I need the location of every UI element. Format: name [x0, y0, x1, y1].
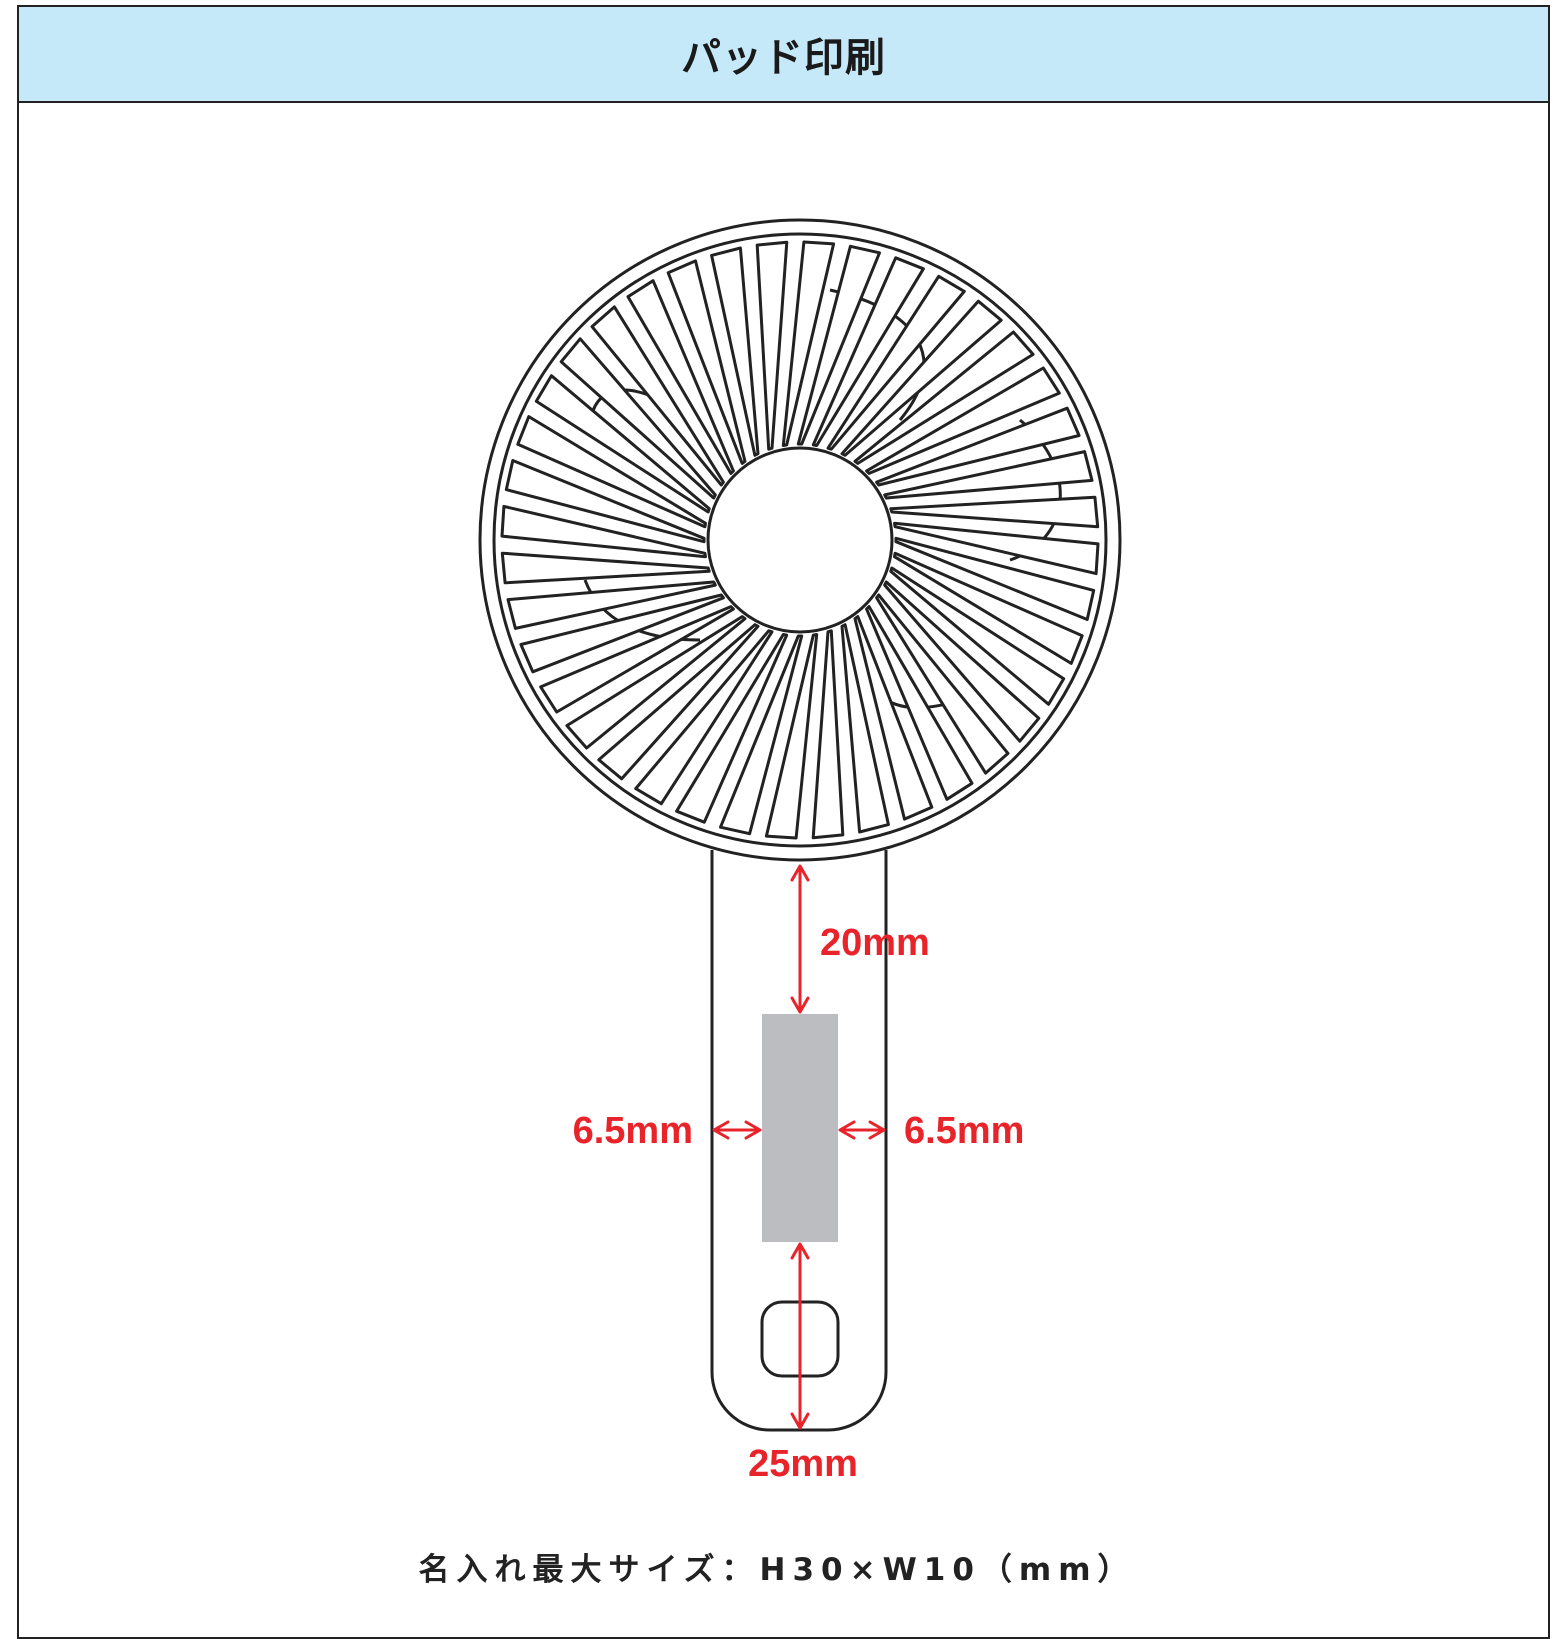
fan-spoke	[796, 244, 881, 446]
fan-spoke	[894, 536, 1096, 621]
fan-spoke	[516, 415, 707, 529]
max-print-size-caption: 名入れ最大サイズ：H30×W10（mm）	[418, 1552, 1136, 1588]
fan-spoke	[710, 246, 760, 457]
header-bar: パッド印刷	[19, 7, 1548, 103]
fan-spoke	[559, 337, 717, 500]
right-margin-label: 6.5mm	[904, 1110, 1024, 1152]
fan-spoke	[889, 495, 1100, 529]
left-margin-label: 6.5mm	[573, 1110, 693, 1152]
fan-spoke	[675, 633, 789, 824]
fan-spoke	[875, 593, 1010, 775]
handle-bottom-label: 25mm	[748, 1443, 858, 1485]
fan-spoke	[826, 274, 966, 451]
fan-spoke	[865, 366, 1061, 475]
print-area	[762, 1014, 838, 1242]
fan-spoke	[634, 629, 774, 806]
fan-spoke	[865, 605, 974, 801]
fan-spoke	[764, 633, 819, 840]
fan-spoke	[875, 406, 1081, 487]
fan-spoke	[889, 566, 1066, 706]
fan-spoke	[597, 623, 760, 781]
top-gap-label: 20mm	[820, 922, 930, 964]
fan-hub	[706, 446, 894, 634]
fan-grill-spokes	[500, 240, 1100, 840]
fan-spoke	[626, 279, 735, 475]
fan-spoke	[840, 623, 890, 834]
fan-spoke	[853, 615, 934, 821]
fan-spoke	[893, 521, 1100, 576]
fan-spoke	[500, 551, 711, 585]
fan-spoke	[811, 256, 925, 447]
fan-spoke	[565, 615, 747, 750]
fan-spoke	[590, 305, 725, 487]
fan-spoke	[504, 459, 706, 544]
fan-spoke	[883, 450, 1094, 500]
fan-spoke	[893, 551, 1084, 665]
fan-spoke	[539, 605, 735, 714]
fan-spoke	[519, 593, 725, 674]
handheld-fan-icon	[478, 218, 1122, 1432]
fan-spoke	[853, 330, 1035, 465]
fan-spoke	[781, 240, 836, 447]
fan-spoke	[883, 580, 1041, 743]
fan-spoke	[500, 504, 707, 559]
fan-spoke	[755, 240, 789, 451]
fan-spoke	[666, 259, 747, 465]
fan-spoke	[534, 374, 711, 514]
fan-inner-rim	[492, 232, 1108, 848]
fan-spoke	[811, 629, 845, 840]
page-title: パッド印刷	[681, 35, 886, 81]
fan-spoke	[840, 299, 1003, 457]
fan-spoke	[506, 580, 717, 630]
fan-spoke	[719, 634, 804, 836]
